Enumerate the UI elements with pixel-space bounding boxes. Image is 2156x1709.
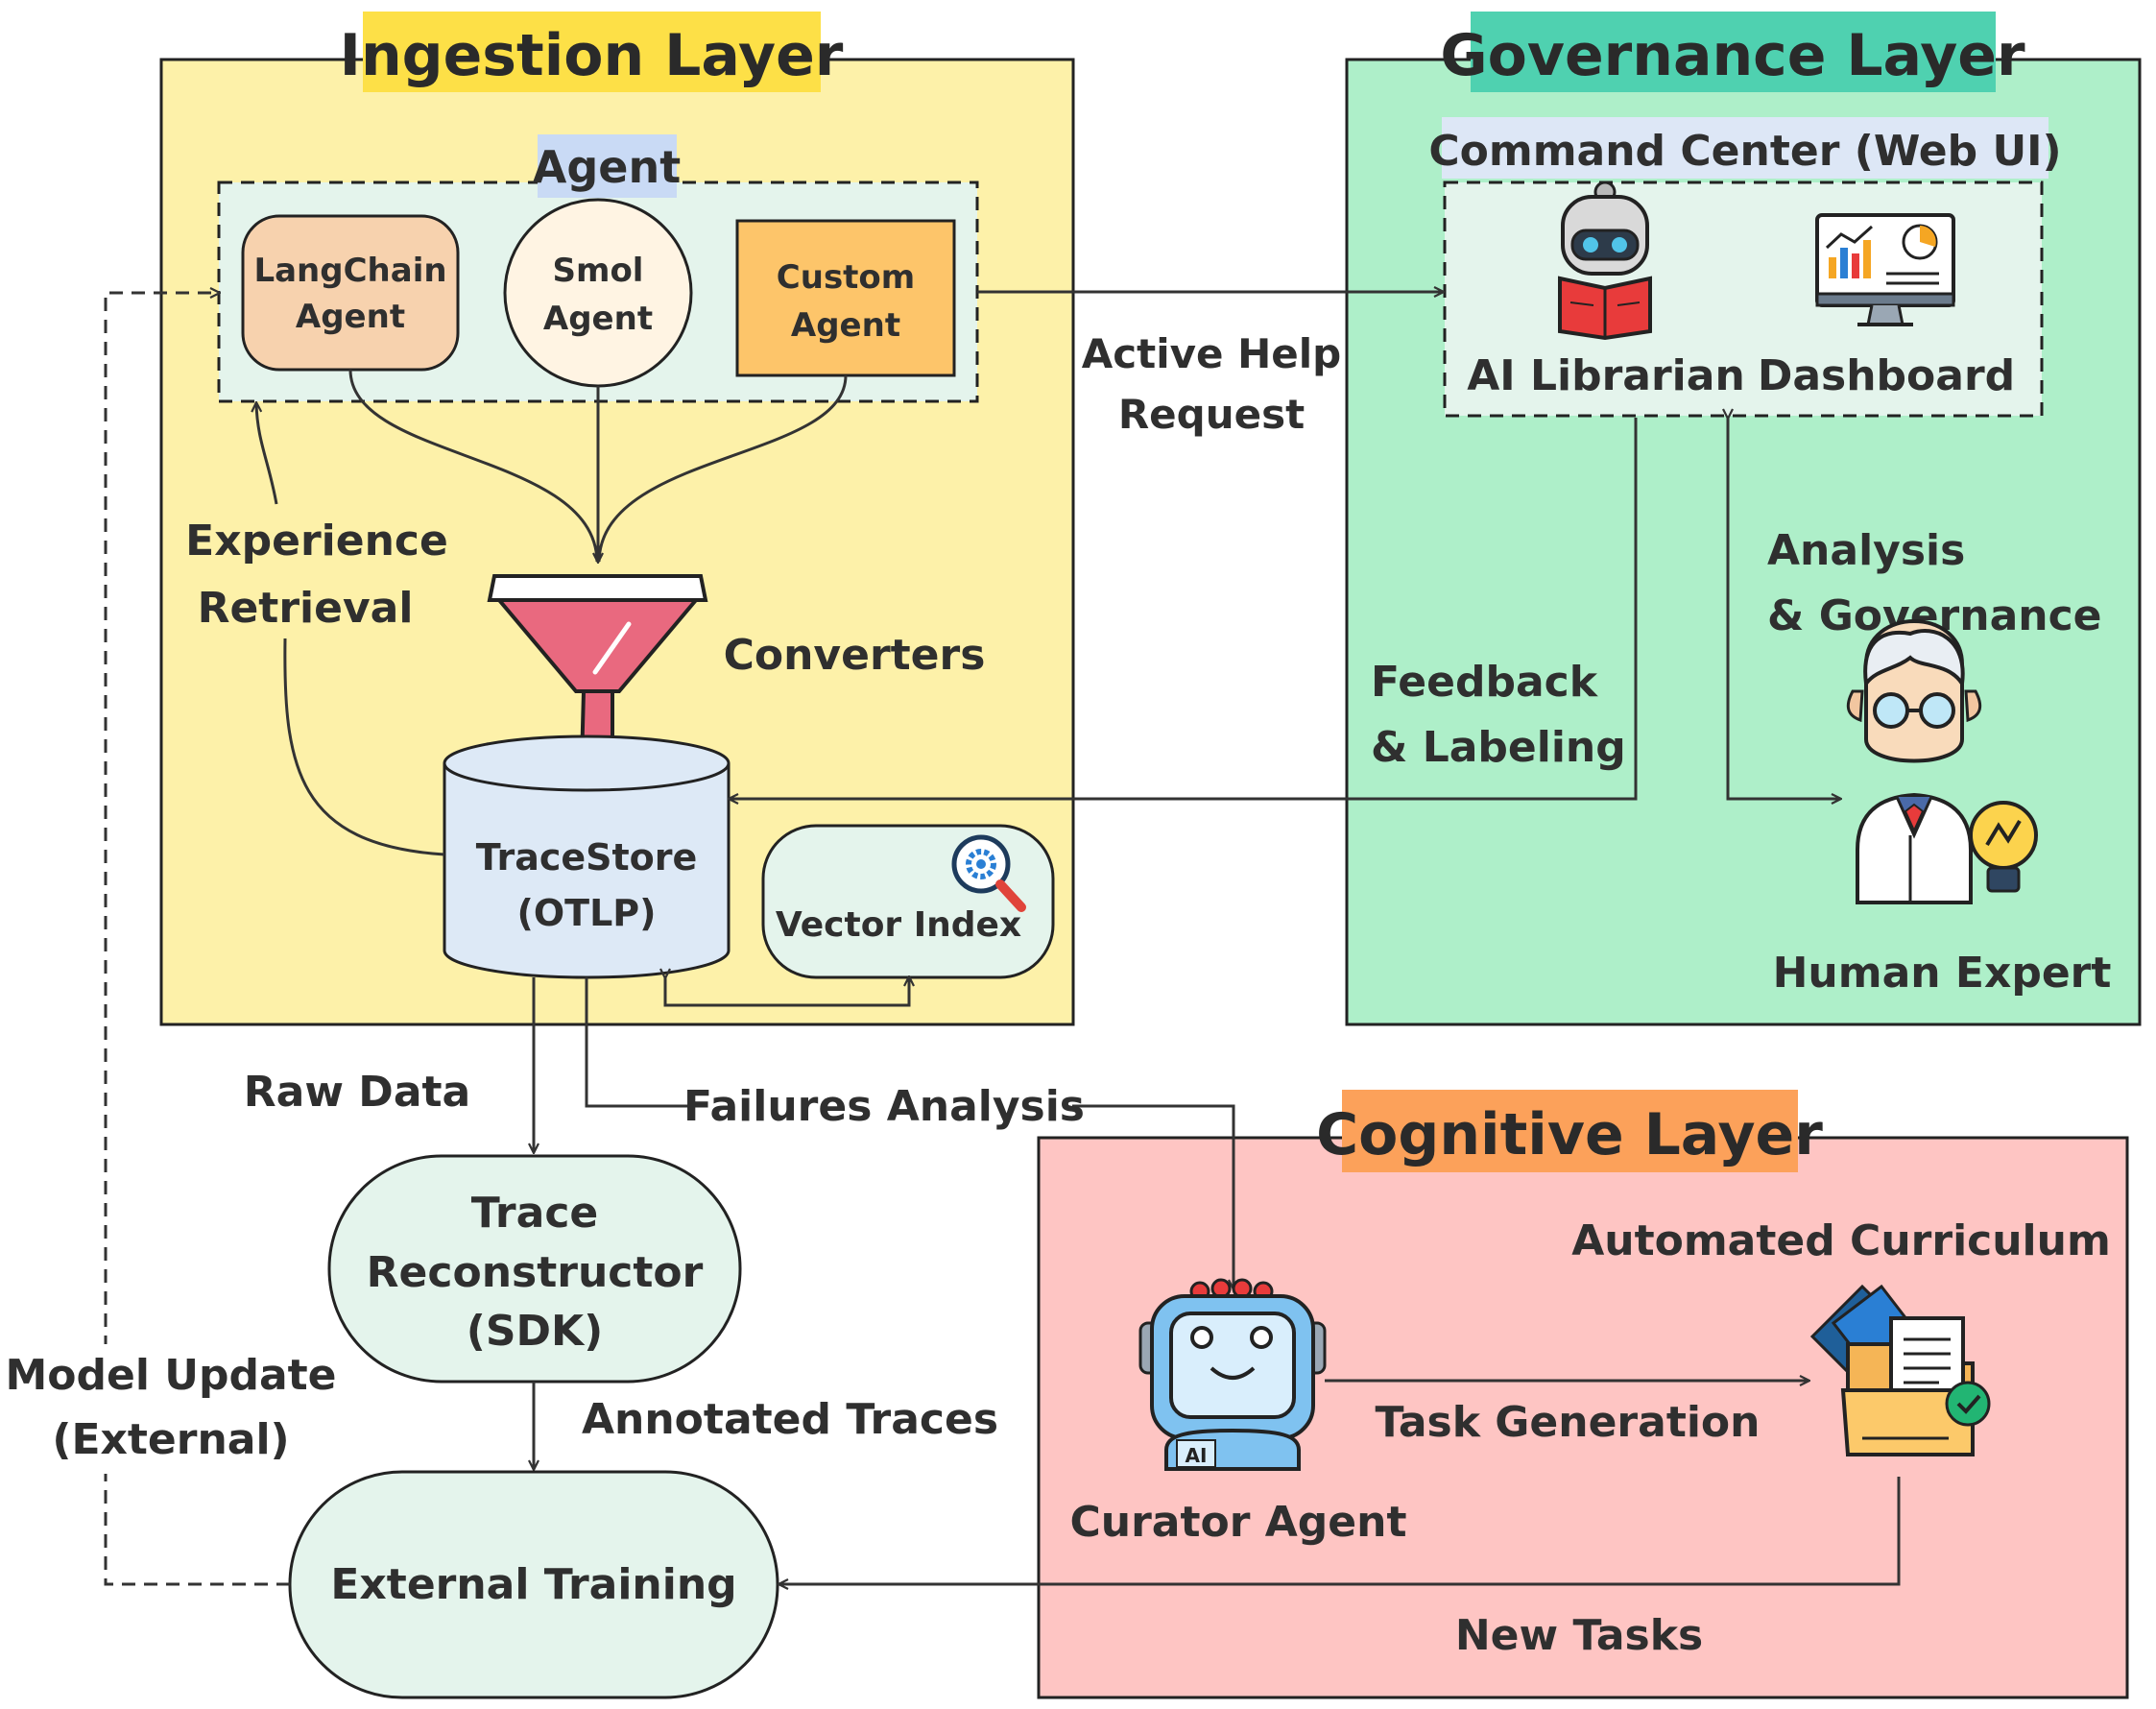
governance-layer-title: Governance Layer: [1440, 22, 2025, 89]
model-update-edge: [104, 293, 290, 1586]
tracestore-label-1: TraceStore: [476, 836, 698, 879]
command-center-title: Command Center (Web UI): [1428, 127, 2061, 176]
tracestore-cylinder[interactable]: [443, 734, 731, 979]
trace-reconstructor-label-1: Trace: [471, 1189, 599, 1238]
tracestore-vector-link: [665, 977, 909, 1007]
human-expert-icon: [1846, 619, 1982, 904]
ingestion-layer-title: Ingestion Layer: [340, 22, 844, 89]
tracestore-label-2: (OTLP): [516, 892, 656, 934]
agent-title-bg: [538, 134, 677, 198]
experience-retrieval-edge: [283, 638, 445, 856]
smol-agent[interactable]: [503, 198, 693, 388]
funnel-icon: [487, 574, 708, 767]
langchain-agent[interactable]: [241, 214, 460, 372]
svg-text:AI: AI: [1186, 1444, 1208, 1467]
langchain-agent-label-2: Agent: [296, 298, 405, 336]
smol-agent-label-2: Agent: [543, 300, 653, 338]
human-expert-label: Human Expert: [1773, 949, 2112, 998]
raw-data-label: Raw Data: [244, 1068, 470, 1117]
langchain-to-funnel-edge: [348, 369, 599, 563]
external-training-label: External Training: [330, 1560, 736, 1609]
active-help-label-1: Active Help: [1082, 330, 1341, 377]
search-gear-icon: [951, 834, 1026, 912]
vector-index[interactable]: [761, 824, 1055, 979]
analysis-governance-edge: [1728, 418, 1840, 799]
model-update-label-1: Model Update: [5, 1351, 336, 1400]
custom-to-funnel-edge: [597, 374, 848, 563]
governance-title-bg: [1471, 12, 1996, 92]
curriculum-folder-icon: [1809, 1284, 1991, 1456]
ai-librarian-robot-icon: [1558, 181, 1652, 341]
feedback-labeling-label-1: Feedback: [1371, 658, 1599, 707]
annotated-traces-label: Annotated Traces: [582, 1395, 998, 1444]
lightbulb-icon: [1969, 801, 2038, 893]
dashboard-label: Dashboard: [1758, 351, 2015, 400]
model-update-label-2: (External): [52, 1415, 289, 1464]
automated-curriculum-label: Automated Curriculum: [1571, 1216, 2111, 1265]
feedback-labeling-label-2: & Labeling: [1371, 723, 1626, 772]
failures-analysis-label: Failures Analysis: [683, 1082, 1085, 1131]
feedback-labeling-edge: [730, 418, 1638, 799]
cognitive-layer-title: Cognitive Layer: [1316, 1101, 1823, 1168]
trace-reconstructor-label-3: (SDK): [467, 1307, 604, 1356]
custom-agent-label-1: Custom: [777, 258, 915, 297]
curator-robot-icon: AI: [1138, 1278, 1327, 1471]
vector-index-label: Vector Index: [776, 905, 1021, 945]
langchain-agent-label-1: LangChain: [253, 252, 446, 290]
ai-librarian-label: AI Librarian: [1467, 351, 1745, 400]
task-generation-label: Task Generation: [1376, 1398, 1761, 1447]
experience-retrieval-edge-top: [256, 403, 278, 505]
ingestion-title-bg: [363, 12, 821, 92]
active-help-label-2: Request: [1118, 391, 1305, 438]
smol-agent-label-1: Smol: [553, 252, 644, 290]
dashboard-monitor-icon: [1815, 213, 1955, 326]
converters-label: Converters: [724, 631, 986, 680]
new-tasks-edge: [779, 1477, 1901, 1584]
experience-retrieval-label-1: Experience: [185, 517, 448, 566]
cognitive-title-bg: [1342, 1090, 1798, 1172]
experience-retrieval-label-2: Retrieval: [198, 584, 414, 633]
agent-group-title: Agent: [533, 141, 681, 193]
analysis-governance-label-1: Analysis: [1767, 526, 1965, 575]
custom-agent-label-2: Agent: [791, 306, 900, 345]
trace-reconstructor-label-2: Reconstructor: [367, 1248, 704, 1297]
failures-analysis-label-bg: [696, 1080, 1072, 1132]
command-center-title-bg: [1442, 117, 2048, 179]
new-tasks-label: New Tasks: [1455, 1611, 1703, 1660]
model-update-label-bg: [10, 1344, 332, 1474]
curator-agent-label: Curator Agent: [1069, 1498, 1406, 1547]
custom-agent[interactable]: [735, 219, 956, 377]
